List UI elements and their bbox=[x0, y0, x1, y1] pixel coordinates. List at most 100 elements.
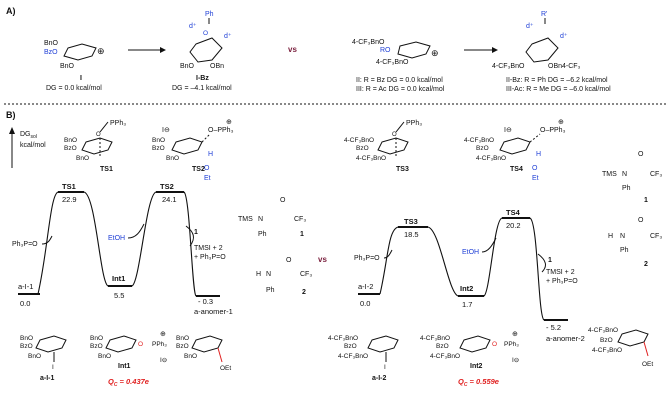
ring-I bbox=[63, 43, 97, 61]
ts2-o: O bbox=[204, 165, 210, 172]
reag2r-h: H bbox=[608, 233, 613, 240]
IIIAc-id: III-Ac: R = Me DG = –6.0 kcal/mol bbox=[506, 86, 611, 93]
reag2-h: H bbox=[256, 271, 261, 278]
IBz-bno-1: BnO bbox=[180, 63, 195, 70]
ts1-id: TS1 bbox=[100, 166, 113, 173]
int2-charge: ⊕ bbox=[512, 331, 518, 338]
ts1-pph3: PPh₃ bbox=[110, 120, 126, 127]
aI1-id: a-I-1 bbox=[40, 375, 55, 382]
ts2-opph3: O–PPh₃ bbox=[208, 127, 234, 134]
arrow-a2-head bbox=[492, 47, 498, 53]
an1-bond bbox=[217, 347, 223, 363]
IBz-o: O bbox=[203, 30, 208, 37]
val-ts2: 24.1 bbox=[162, 195, 177, 204]
an2-sub-3: 4-CF₃BnO bbox=[592, 347, 622, 354]
int2-ring bbox=[459, 335, 491, 353]
ts4-sub-1: 4-CF₃BnO bbox=[464, 137, 494, 144]
int1-qc-sub: C bbox=[114, 382, 118, 388]
ts3-o: O bbox=[392, 132, 397, 138]
ts2-et: Et bbox=[204, 175, 211, 182]
bottom-Int2: 4-CF₃BnO BzO 4-CF₃BnO O PPh₃ ⊕ I⊖ Int2 Q… bbox=[420, 331, 520, 388]
lbl-int1: Int1 bbox=[112, 274, 125, 283]
lbl-ts1: TS1 bbox=[62, 182, 76, 191]
lbl-ts4: TS4 bbox=[506, 208, 521, 217]
an2-sub-1: 4-CF₃BnO bbox=[588, 327, 618, 334]
I-sub-bno-2: BnO bbox=[60, 63, 75, 70]
panel-a-vs: vs bbox=[288, 45, 297, 54]
bottom-Int1: BnO BzO BnO O PPh₃ ⊕ I⊖ Int1 QC = 0.437e bbox=[90, 331, 168, 388]
ts2-id: TS2 bbox=[192, 166, 205, 173]
reagent-1-right: TMS N O CF₃ Ph 1 bbox=[602, 151, 662, 204]
lbl-int2: Int2 bbox=[460, 284, 473, 293]
reag2-num: 2 bbox=[302, 289, 306, 296]
ts3-sub-2: BzO bbox=[356, 145, 369, 152]
int2-sub-2: BzO bbox=[436, 343, 449, 350]
reag1-tms: TMS bbox=[238, 216, 253, 223]
reag1r-o: O bbox=[638, 151, 644, 158]
aI2-sub-3: 4-CF₃BnO bbox=[338, 353, 368, 360]
reag1r-num: 1 bbox=[644, 197, 648, 204]
an1-sub-3: BnO bbox=[184, 353, 197, 360]
IIBz-sub-2: OBn4-CF₃ bbox=[548, 63, 581, 70]
I-dg: DG = 0.0 kcal/mol bbox=[46, 85, 102, 92]
aI2-id: a-I-2 bbox=[372, 375, 387, 382]
ts4-sub-2: BzO bbox=[476, 145, 489, 152]
int1-qc-q: Q bbox=[108, 377, 114, 386]
reag1-ph: Ph bbox=[258, 231, 267, 238]
ts3-pph3: PPh₃ bbox=[406, 120, 422, 127]
int1-sub-3: BnO bbox=[98, 353, 111, 360]
panel-b-label: B) bbox=[6, 110, 16, 120]
bottom-a-I-2: 4-CF₃BnO BzO 4-CF₃BnO I a-I-2 bbox=[328, 335, 399, 382]
ts1-bond-1 bbox=[99, 121, 109, 133]
ts3-bond-1 bbox=[395, 121, 405, 133]
aI1-sub-2: BzO bbox=[20, 343, 33, 350]
int2-sub-3: 4-CF₃BnO bbox=[430, 353, 460, 360]
ring-IBz bbox=[189, 37, 223, 63]
int1-sub-1: BnO bbox=[90, 335, 103, 342]
IBz-d2: d⁺ bbox=[224, 33, 232, 40]
aI2-i: I bbox=[384, 364, 386, 371]
int1-id: Int1 bbox=[118, 363, 131, 370]
left-release-2: + Ph₃P=O bbox=[194, 254, 226, 261]
aI1-sub-3: BnO bbox=[28, 353, 41, 360]
energy-profile-right: TS3 18.5 TS4 20.2 Int2 1.7 a-I-2 0.0 - 5… bbox=[354, 208, 585, 343]
aI2-sub-2: BzO bbox=[344, 343, 357, 350]
panel-b-vs: vs bbox=[318, 255, 327, 264]
right-release-1: TMSI + 2 bbox=[546, 269, 575, 276]
reag2-o: O bbox=[286, 257, 292, 264]
left-release-1: TMSI + 2 bbox=[194, 245, 223, 252]
II-sub-2: 4-CF₃BnO bbox=[376, 59, 409, 66]
int2-qc-q: Q bbox=[458, 377, 464, 386]
ts2-sub-1: BnO bbox=[152, 137, 165, 144]
aI1-ring bbox=[35, 335, 67, 353]
structure-IIBz-IIIAc: R' d⁺ d⁺ 4-CF₃BnO OBn4-CF₃ II-Bz: R = Ph… bbox=[492, 11, 611, 93]
val-anomer1: - 0.3 bbox=[198, 297, 213, 306]
y-axis-arrow bbox=[9, 127, 15, 134]
an2-bond bbox=[643, 341, 649, 357]
ts2-charge: ⊕ bbox=[226, 119, 232, 126]
reag2r-cf3: CF₃ bbox=[650, 233, 662, 240]
IBz-d1: d⁺ bbox=[189, 23, 197, 30]
right-etoh-arrow bbox=[481, 237, 497, 253]
reag1-cf3: CF₃ bbox=[294, 216, 306, 223]
int1-o: O bbox=[138, 341, 143, 348]
IIBz-sub-1: 4-CF₃BnO bbox=[492, 63, 525, 70]
arrow-a1-head bbox=[160, 47, 166, 53]
bottom-anomer-1: BnO BzO BnO OEt bbox=[176, 335, 231, 372]
I-charge: ⊕ bbox=[97, 46, 105, 56]
left-profile-curve bbox=[37, 191, 197, 297]
II-sub-ro: RO bbox=[380, 47, 391, 54]
aI1-i: I bbox=[52, 364, 54, 371]
ts1-sub-3: BnO bbox=[76, 155, 89, 162]
bottom-a-I-1: BnO BzO BnO I a-I-1 bbox=[20, 335, 67, 382]
lbl-anomer2: a-anomer-2 bbox=[546, 334, 585, 343]
structure-II-III: 4-CF₃BnO RO 4-CF₃BnO ⊕ II: R = Bz DG = 0… bbox=[352, 39, 445, 93]
aI2-ring bbox=[367, 335, 399, 353]
an2-ring bbox=[617, 329, 649, 347]
II-charge: ⊕ bbox=[431, 48, 439, 58]
IBz-dg: DG = –4.1 kcal/mol bbox=[172, 85, 232, 92]
reag1-num: 1 bbox=[300, 231, 304, 238]
reag1r-cf3: CF₃ bbox=[650, 171, 662, 178]
reag1-o: O bbox=[280, 197, 286, 204]
